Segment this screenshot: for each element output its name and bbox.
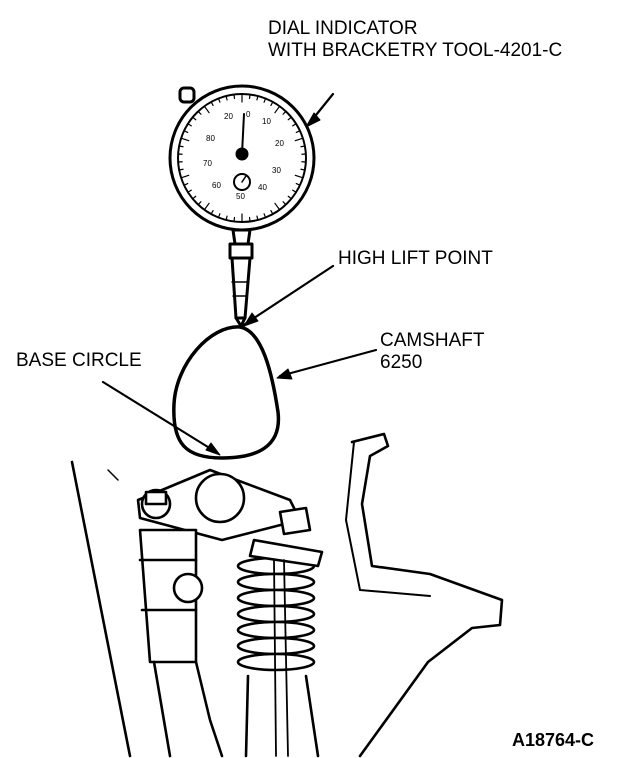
dial-indicator-stem bbox=[228, 228, 254, 328]
dial-indicator-label: DIAL INDICATOR WITH BRACKETRY TOOL-4201-… bbox=[268, 18, 562, 62]
camshaft-label-line1: CAMSHAFT bbox=[380, 330, 485, 351]
dial-tick bbox=[292, 189, 297, 193]
cylinder-head-casting-left bbox=[70, 460, 132, 758]
dial-tick bbox=[256, 215, 259, 221]
dial-number: 80 bbox=[206, 134, 215, 143]
dial-tick bbox=[294, 137, 304, 142]
spring-retainer bbox=[248, 538, 324, 568]
dial-tick bbox=[282, 110, 287, 115]
dial-tick bbox=[217, 97, 221, 103]
dial-tick bbox=[294, 174, 304, 179]
cylinder-head-assembly bbox=[70, 432, 504, 758]
stud-boss bbox=[172, 572, 204, 604]
dial-tick bbox=[178, 145, 184, 148]
valve-spring bbox=[236, 556, 316, 672]
spring-coil bbox=[236, 604, 316, 624]
dial-tick bbox=[256, 95, 259, 101]
dial-tick bbox=[292, 123, 297, 127]
spring-coil bbox=[236, 588, 316, 608]
dial-tick bbox=[180, 137, 190, 142]
dial-number: 50 bbox=[236, 192, 245, 201]
camshaft-leader bbox=[278, 348, 378, 378]
figure-reference-number: A18764-C bbox=[512, 730, 595, 750]
dial-tick bbox=[217, 213, 221, 219]
dial-tick bbox=[197, 201, 202, 206]
dial-indicator-label-line2: WITH BRACKETRY TOOL-4201-C bbox=[268, 40, 563, 61]
dial-tick bbox=[197, 110, 202, 115]
camshaft-lobe bbox=[172, 325, 281, 460]
dial-hub bbox=[235, 147, 249, 161]
dial-tick bbox=[287, 116, 292, 121]
dial-indicator: 0 10 20 20 30 40 50 60 70 80 bbox=[168, 84, 316, 232]
high-lift-point-label: HIGH LIFT POINT bbox=[338, 248, 493, 269]
dial-tick bbox=[178, 168, 184, 171]
dial-tick bbox=[248, 216, 251, 223]
dial-tick bbox=[183, 182, 189, 186]
leader-lines bbox=[101, 92, 378, 456]
dial-tick bbox=[263, 97, 267, 103]
dial-tick bbox=[210, 209, 214, 215]
dial-numbers: 0 10 20 20 30 40 50 60 70 80 bbox=[203, 110, 284, 201]
camshaft-label: CAMSHAFT 6250 bbox=[380, 330, 485, 374]
dial-tick bbox=[192, 195, 197, 200]
base-circle-leader bbox=[101, 380, 218, 454]
dial-tick bbox=[300, 145, 306, 148]
dial-number: 30 bbox=[272, 166, 281, 175]
dial-small-needle bbox=[241, 175, 247, 183]
dial-tick-marks bbox=[177, 93, 307, 223]
spring-coil bbox=[236, 652, 316, 672]
dial-tick bbox=[233, 216, 236, 223]
valve-tip bbox=[278, 506, 312, 536]
dial-tick bbox=[282, 201, 287, 206]
camshaft-label-line2: 6250 bbox=[380, 352, 423, 373]
dial-tick bbox=[263, 213, 267, 219]
dial-small-counter bbox=[233, 173, 251, 191]
base-circle-label: BASE CIRCLE bbox=[16, 350, 142, 371]
dial-number: 60 bbox=[212, 181, 221, 190]
dial-tick bbox=[295, 182, 301, 186]
dial-tick bbox=[300, 168, 306, 171]
cylinder-head-casting-right bbox=[350, 432, 504, 758]
dial-number: 70 bbox=[203, 159, 212, 168]
spring-coil bbox=[236, 636, 316, 656]
dial-tick bbox=[192, 116, 197, 121]
dial-number: 40 bbox=[258, 183, 267, 192]
dial-tick bbox=[287, 195, 292, 200]
dial-tick bbox=[187, 123, 192, 127]
dial-tick bbox=[203, 202, 210, 211]
dial-number: 20 bbox=[275, 139, 284, 148]
dial-tick bbox=[274, 105, 281, 114]
dial-number: 0 bbox=[246, 110, 251, 119]
dial-tick bbox=[248, 93, 251, 100]
spring-coil bbox=[236, 620, 316, 640]
dial-number: 20 bbox=[224, 112, 233, 121]
dial-tick bbox=[203, 105, 210, 114]
dial-tick bbox=[274, 202, 281, 211]
dial-tick bbox=[295, 130, 301, 134]
dial-tick bbox=[210, 101, 214, 107]
dial-needle bbox=[241, 113, 245, 155]
rocker-pivot-ball bbox=[194, 472, 246, 524]
dial-number: 10 bbox=[262, 117, 271, 126]
high-lift-point-leader bbox=[240, 264, 335, 328]
dial-tick bbox=[187, 189, 192, 193]
dial-tick bbox=[270, 209, 274, 215]
dial-indicator-label-line1: DIAL INDICATOR bbox=[268, 18, 418, 39]
dial-knob bbox=[178, 86, 196, 104]
dial-tick bbox=[180, 174, 190, 179]
dial-tick bbox=[225, 95, 228, 101]
dial-tick bbox=[183, 130, 189, 134]
spring-coil bbox=[236, 572, 316, 592]
dial-tick bbox=[270, 101, 274, 107]
dial-tick bbox=[233, 93, 236, 100]
dial-tick bbox=[225, 215, 228, 221]
